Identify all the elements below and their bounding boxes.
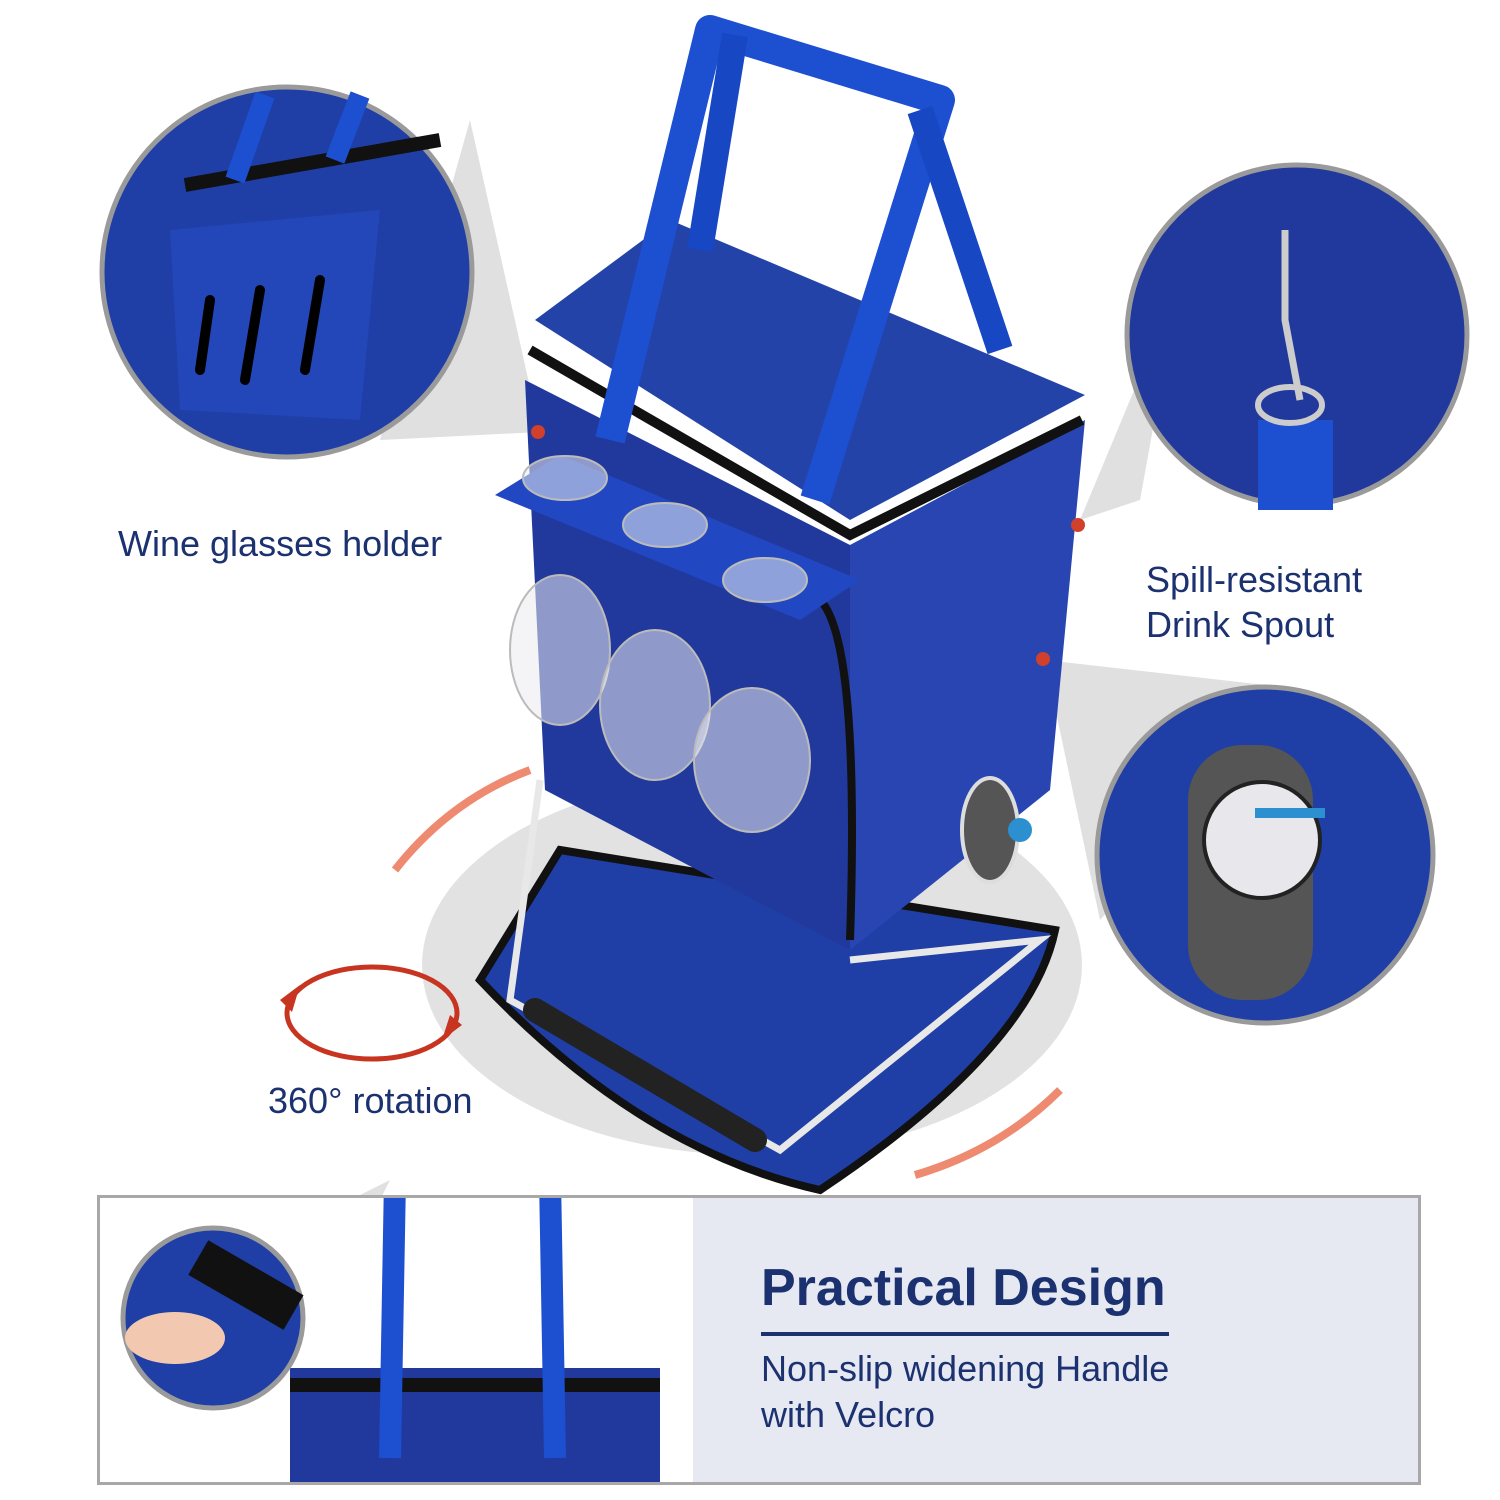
mat-handle bbox=[523, 998, 767, 1152]
callout-dot bbox=[1071, 518, 1085, 532]
detail-circle-glass-holder bbox=[99, 84, 475, 460]
front-pocket-zipper bbox=[816, 597, 856, 941]
title-underline bbox=[761, 1332, 1169, 1336]
bag-zipper bbox=[527, 345, 1085, 541]
callout-dot bbox=[1036, 652, 1050, 666]
rotation-arrow-bottom bbox=[913, 1087, 1063, 1179]
callout-rotation: 360° rotation bbox=[268, 1080, 473, 1121]
panel-subtitle-line2: with Velcro bbox=[761, 1394, 936, 1435]
handle-illustration bbox=[120, 1198, 660, 1482]
top-handle-strap bbox=[687, 32, 1013, 355]
detail-circle-strap-clip bbox=[1124, 162, 1470, 510]
rotation-icon-arrowhead bbox=[280, 985, 300, 1012]
practical-design-panel: Practical Design Non-slip widening Handl… bbox=[97, 1195, 1421, 1485]
panel-subtitle-line1: Non-slip widening Handle bbox=[761, 1348, 1170, 1389]
callout-wine-glasses-holder: Wine glasses holder bbox=[118, 523, 443, 564]
callout-spout-line2: Drink Spout bbox=[1146, 604, 1335, 645]
detail-circle-drink-spout bbox=[1094, 684, 1436, 1026]
rotation-icon bbox=[284, 964, 460, 1062]
frame bbox=[506, 779, 1052, 1155]
bag-side bbox=[850, 420, 1085, 950]
top-handle-strap bbox=[595, 15, 955, 505]
callout-dot bbox=[531, 425, 545, 439]
rotation-icon-arrowhead bbox=[442, 1015, 462, 1040]
base-mat bbox=[474, 845, 1060, 1195]
rotation-arrow-top bbox=[391, 766, 532, 873]
callout-spout-line1: Spill-resistant bbox=[1146, 559, 1363, 600]
panel-title: Practical Design bbox=[761, 1259, 1166, 1317]
panel-text-area: Practical Design Non-slip widening Handl… bbox=[693, 1198, 1418, 1482]
bag-lid bbox=[535, 220, 1085, 520]
spout-tap-icon bbox=[1008, 818, 1032, 842]
wine-glasses bbox=[509, 455, 811, 833]
